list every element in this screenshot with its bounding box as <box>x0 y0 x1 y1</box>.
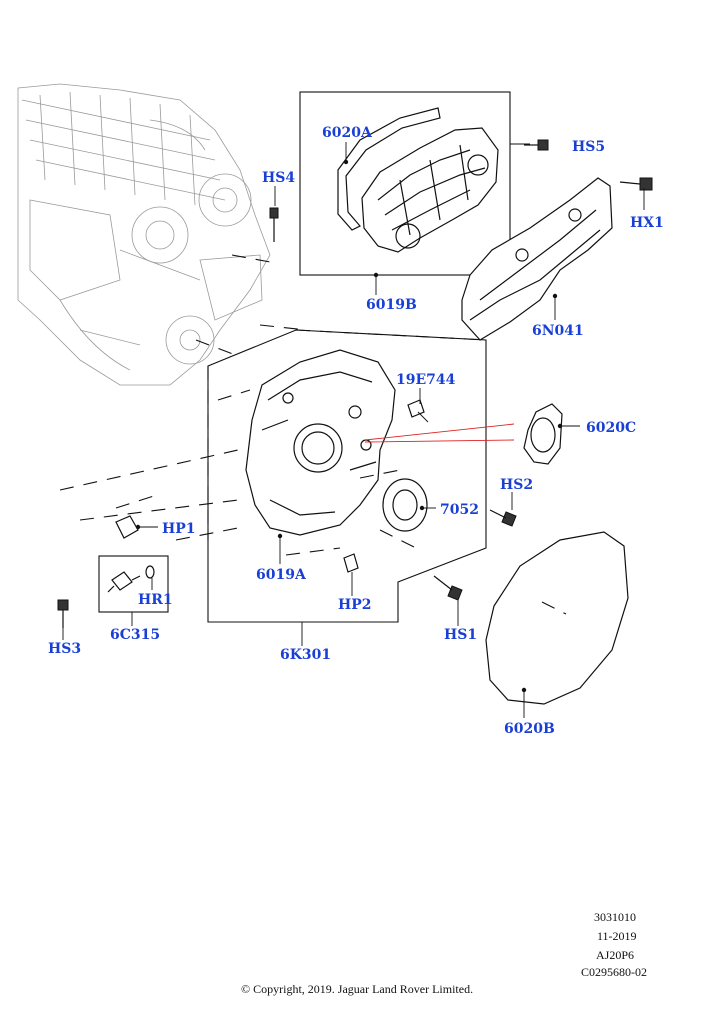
callout-6019B: 6019B <box>366 297 417 313</box>
front-cover-6019A <box>245 349 396 536</box>
callout-6K301: 6K301 <box>280 647 331 663</box>
callout-19E744: 19E744 <box>396 372 456 388</box>
sensor-19E744 <box>407 399 429 423</box>
plug-HP2 <box>343 553 359 573</box>
copyright-notice: © Copyright, 2019. Jaguar Land Rover Lim… <box>241 982 473 996</box>
plug-HP1 <box>115 515 139 539</box>
bolt-HS2 <box>489 509 517 527</box>
callout-HS4: HS4 <box>262 170 295 186</box>
callout-6020C: 6020C <box>586 420 636 436</box>
seal-7052 <box>382 478 428 532</box>
callout-HP1: HP1 <box>162 521 196 537</box>
bolt-HS4 <box>269 207 279 242</box>
callout-HS5: HS5 <box>572 139 605 155</box>
bolt-HS5 <box>524 139 549 151</box>
engine-code: AJ20P6 <box>596 948 634 962</box>
highlight-leader <box>364 423 515 443</box>
diagram-ref: 3031010 <box>594 910 636 924</box>
callout-HS3: HS3 <box>48 641 81 657</box>
engine-block-illustration <box>17 83 271 386</box>
callout-6C315: 6C315 <box>110 627 160 643</box>
bolt-HX1 <box>619 177 653 191</box>
callout-HS2: HS2 <box>500 477 533 493</box>
box-6C315 <box>98 555 169 613</box>
callout-HS1: HS1 <box>444 627 477 643</box>
callout-7052: 7052 <box>440 502 479 518</box>
callout-6020B: 6020B <box>504 721 555 737</box>
callout-HR1: HR1 <box>138 592 173 608</box>
box-6019B <box>299 91 511 276</box>
callout-HP2: HP2 <box>338 597 372 613</box>
bolt-HS1 <box>433 575 463 601</box>
bolt-HS3 <box>57 599 69 628</box>
callout-6019A: 6019A <box>256 567 307 583</box>
oring-HR1 <box>145 565 155 579</box>
heat-shield-6N041 <box>461 177 613 341</box>
sensor-6C315 <box>107 571 141 593</box>
callout-6020A: 6020A <box>322 125 373 141</box>
leader-lines <box>62 142 645 718</box>
gasket-6020B <box>485 531 629 705</box>
illustration-code: C0295680-02 <box>581 965 647 979</box>
gasket-6020C <box>523 403 563 465</box>
timing-cover-upper-6019B <box>361 127 499 253</box>
diagram-date: 11-2019 <box>597 929 637 943</box>
gasket-6020A <box>337 107 441 231</box>
callout-HX1: HX1 <box>630 215 664 231</box>
callout-6N041: 6N041 <box>532 323 584 339</box>
